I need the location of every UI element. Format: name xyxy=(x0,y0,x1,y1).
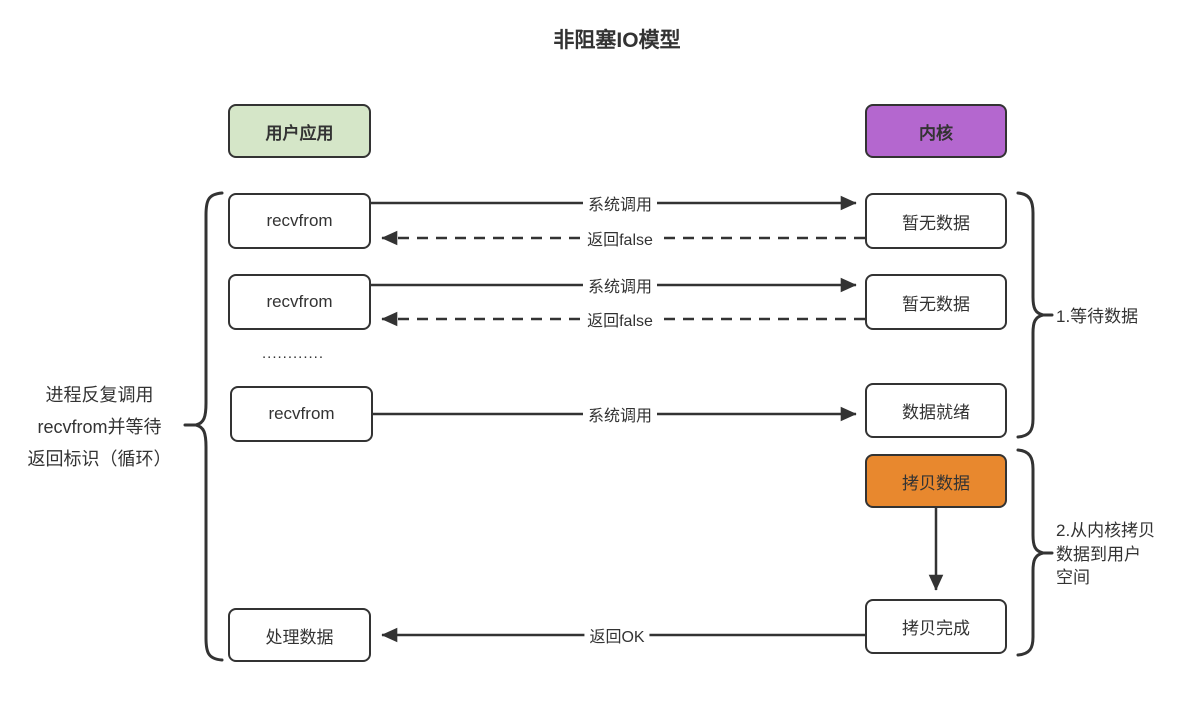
left-brace xyxy=(195,191,224,662)
diagram-title: 非阻塞IO模型 xyxy=(553,29,681,52)
node-copy-data: 拷贝数据 xyxy=(865,454,1007,508)
node-data-ready: 数据就绪 xyxy=(865,383,1007,438)
right-brace-1 xyxy=(1016,191,1044,439)
repeat-ellipsis: ............ xyxy=(262,345,325,362)
edge-label-syscall-1: 系统调用 xyxy=(582,191,658,215)
left-note: 进程反复调用 recvfrom并等待 返回标识（循环） xyxy=(12,379,187,475)
edge-label-syscall-3: 系统调用 xyxy=(582,402,658,426)
edge-label-syscall-2: 系统调用 xyxy=(582,273,658,297)
node-process-data: 处理数据 xyxy=(228,608,371,662)
node-recvfrom-1: recvfrom xyxy=(228,193,371,249)
node-copy-done: 拷贝完成 xyxy=(865,599,1007,654)
edge-label-return-false-2: 返回false xyxy=(582,307,658,331)
left-note-line-1: 进程反复调用 xyxy=(45,385,154,405)
node-recvfrom-2: recvfrom xyxy=(228,274,371,330)
node-no-data-1: 暂无数据 xyxy=(865,193,1007,249)
edge-label-return-false-1: 返回false xyxy=(582,226,658,250)
node-recvfrom-3: recvfrom xyxy=(230,386,373,442)
bracket2-line-2: 数据到用户 xyxy=(1056,544,1141,564)
bracket2-line-3: 空间 xyxy=(1056,568,1090,587)
node-user-app: 用户应用 xyxy=(228,104,371,158)
left-note-line-2: recvfrom并等待 xyxy=(37,417,162,437)
node-no-data-2: 暂无数据 xyxy=(865,274,1007,330)
bracket2-label: 2.从内核拷贝 数据到用户 空间 xyxy=(1056,519,1155,590)
node-kernel: 内核 xyxy=(865,104,1007,158)
bracket2-line-1: 2.从内核拷贝 xyxy=(1056,521,1156,540)
right-brace-2 xyxy=(1016,448,1044,657)
edge-label-return-ok: 返回OK xyxy=(584,623,650,647)
bracket1-label: 1.等待数据 xyxy=(1056,307,1139,326)
left-note-line-3: 返回标识（循环） xyxy=(27,449,172,469)
